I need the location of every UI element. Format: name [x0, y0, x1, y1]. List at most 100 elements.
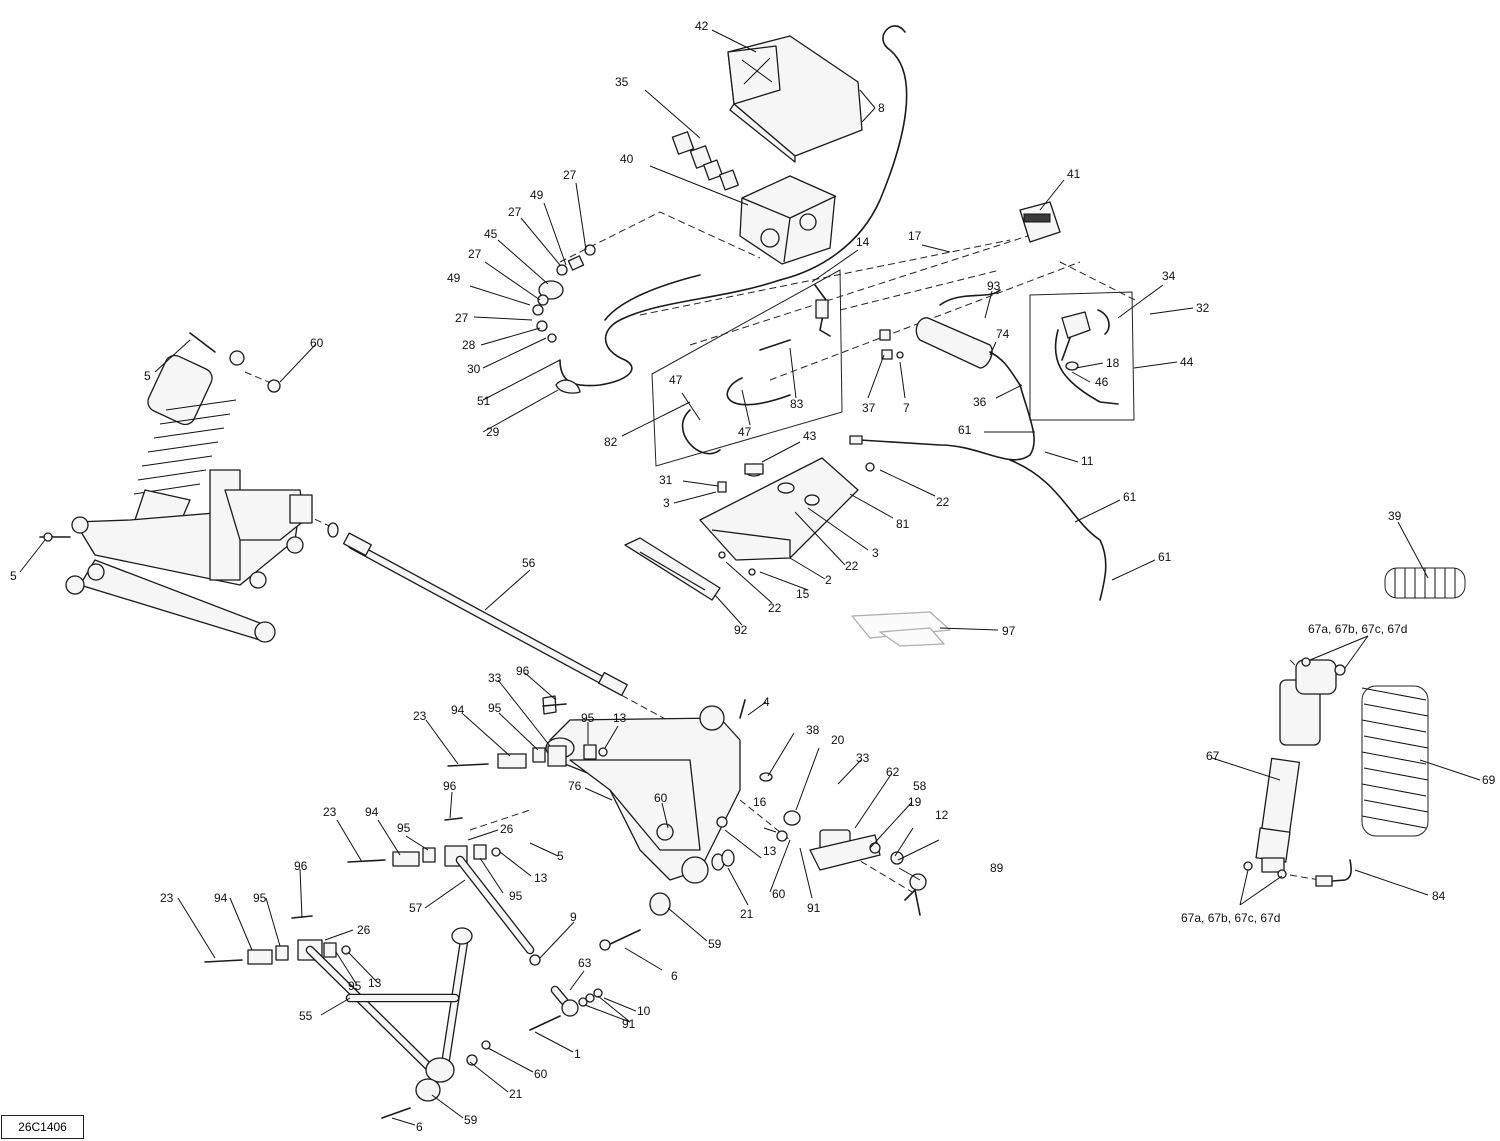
spring-coils	[133, 399, 237, 495]
callout-96: 96	[516, 664, 530, 678]
callout-93: 93	[987, 279, 1001, 293]
callout-15: 15	[796, 587, 810, 601]
callout-14: 14	[856, 235, 870, 249]
callout-57: 57	[409, 901, 423, 915]
callout-27: 27	[468, 247, 482, 261]
small-hardware-center	[599, 699, 904, 951]
callout-43: 43	[803, 429, 817, 443]
callout-96: 96	[443, 779, 457, 793]
callout-92: 92	[734, 623, 748, 637]
callout-3: 3	[663, 496, 670, 510]
callout-55: 55	[299, 1009, 313, 1023]
callout-56: 56	[522, 556, 536, 570]
callout-46: 46	[1095, 375, 1109, 389]
connector-35-drawing	[671, 131, 739, 191]
callout-94: 94	[451, 703, 465, 717]
callout-26: 26	[357, 923, 371, 937]
callout-60: 60	[654, 791, 668, 805]
callout-20: 20	[831, 733, 845, 747]
callout-60: 60	[310, 336, 324, 350]
callout-45: 45	[484, 227, 498, 241]
callout-83: 83	[790, 397, 804, 411]
callout-13: 13	[763, 844, 777, 858]
callout-61: 61	[1158, 550, 1172, 564]
callout-2: 2	[825, 573, 832, 587]
coil-spring-69-drawing	[1361, 685, 1429, 837]
upper-link-row-drawing	[447, 695, 608, 769]
bracket-42-drawing	[727, 35, 863, 163]
callout-6: 6	[416, 1120, 423, 1134]
callout-42: 42	[695, 19, 709, 33]
callout-94: 94	[214, 891, 228, 905]
left-suspension-drawing	[39, 332, 313, 643]
callout-35: 35	[615, 75, 629, 89]
callout-38: 38	[806, 723, 820, 737]
callout-91: 91	[622, 1017, 636, 1031]
knuckle-62-drawing	[809, 829, 927, 916]
callout-96: 96	[294, 859, 308, 873]
callout-47: 47	[669, 373, 683, 387]
callout-5: 5	[557, 849, 564, 863]
callout-60: 60	[534, 1067, 548, 1081]
callout-21: 21	[509, 1087, 523, 1101]
callout-62: 62	[886, 765, 900, 779]
callout-23: 23	[160, 891, 174, 905]
callout-23: 23	[323, 805, 337, 819]
callout-19: 19	[908, 795, 922, 809]
callout-18: 18	[1106, 356, 1120, 370]
callout-95: 95	[509, 889, 523, 903]
callout-95: 95	[488, 701, 502, 715]
callout-27: 27	[508, 205, 522, 219]
callout-13: 13	[613, 711, 627, 725]
trailing-arm-76-drawing	[545, 705, 741, 884]
callout-61: 61	[958, 423, 972, 437]
callout-40: 40	[620, 152, 634, 166]
spring-39-drawing	[1384, 567, 1466, 599]
callout-6: 6	[671, 969, 678, 983]
callout-37: 37	[862, 401, 876, 415]
box-44-frame	[1029, 291, 1135, 421]
callout-5: 5	[144, 369, 151, 383]
callout-9: 9	[570, 910, 577, 924]
callout-10: 10	[637, 1004, 651, 1018]
callout-36: 36	[973, 395, 987, 409]
clips-37-7-drawing	[879, 329, 904, 360]
callout-33: 33	[856, 751, 870, 765]
callout-94: 94	[365, 805, 379, 819]
canister-74-drawing	[915, 289, 1021, 386]
callout-60: 60	[772, 887, 786, 901]
box-82-frame	[651, 269, 843, 467]
callout-3: 3	[872, 546, 879, 560]
callout-67-variants-bottom: 67a, 67b, 67c, 67d	[1181, 911, 1280, 925]
callout-22: 22	[845, 559, 859, 573]
callout-7: 7	[903, 401, 910, 415]
callout-44: 44	[1180, 355, 1194, 369]
callout-30: 30	[467, 362, 481, 376]
callout-26: 26	[500, 822, 514, 836]
callout-97: 97	[1002, 624, 1016, 638]
callout-76: 76	[568, 779, 582, 793]
callout-32: 32	[1196, 301, 1210, 315]
callout-27: 27	[455, 311, 469, 325]
decal-97-drawing	[851, 611, 951, 647]
sway-link-63-drawing	[529, 985, 603, 1031]
callout-28: 28	[462, 338, 476, 352]
sensor-arm-drawing	[681, 284, 831, 455]
wire-harness-drawing	[559, 25, 908, 387]
right-shock-67-drawing	[1243, 657, 1346, 879]
callout-4: 4	[763, 695, 770, 709]
lower-a-arm-55-drawing	[204, 915, 491, 1119]
callout-67-variants-top: 67a, 67b, 67c, 67d	[1308, 622, 1407, 636]
callout-13: 13	[534, 871, 548, 885]
callout-61: 61	[1123, 490, 1137, 504]
callout-47: 47	[738, 425, 752, 439]
callout-69: 69	[1482, 773, 1496, 787]
callout-33: 33	[488, 671, 502, 685]
callout-81: 81	[896, 517, 910, 531]
callout-labels: 42 8 35 40 27 49 27 45 27 49 27 28 30 51…	[10, 19, 1496, 1134]
relay-41-drawing	[1019, 201, 1061, 243]
callout-22: 22	[768, 601, 782, 615]
callout-49: 49	[530, 188, 544, 202]
callout-27: 27	[563, 168, 577, 182]
